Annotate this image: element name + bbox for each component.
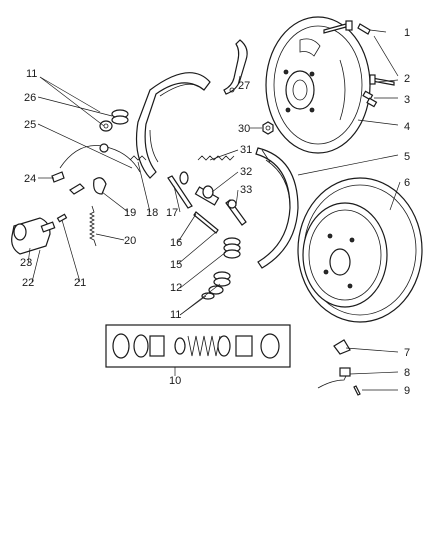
nut-30 <box>262 121 274 135</box>
adjuster-screw <box>194 185 220 206</box>
anchor-bolt <box>357 23 371 35</box>
secondary-brake-shoe <box>255 147 299 269</box>
return-spring-20 <box>89 205 97 247</box>
parking-brake-lever <box>223 39 248 95</box>
callout-1: 1 <box>404 27 410 39</box>
callout-8: 8 <box>404 367 410 379</box>
adjuster-cable-guide <box>225 199 247 226</box>
cable-retainer <box>69 183 85 195</box>
callout-5: 5 <box>404 151 410 163</box>
callout-21: 21 <box>74 277 86 289</box>
hold-down-spring <box>223 237 241 259</box>
callout-9: 9 <box>404 385 410 397</box>
parking-brake-cable <box>59 143 141 173</box>
screw-9 <box>353 385 361 396</box>
callout-16: 16 <box>170 237 182 249</box>
return-spring-18 <box>129 155 147 161</box>
spacer-bushings <box>362 90 378 108</box>
callout-23: 23 <box>20 257 32 269</box>
callout-32: 32 <box>240 166 252 178</box>
strut <box>193 211 219 234</box>
callout-19: 19 <box>124 207 136 219</box>
callout-4: 4 <box>404 121 410 133</box>
callout-26: 26 <box>24 92 36 104</box>
sensor-wire-8 <box>317 367 351 389</box>
callout-22: 22 <box>22 277 34 289</box>
callout-25: 25 <box>24 119 36 131</box>
wheel-cylinder <box>11 217 56 255</box>
hold-down-spring-upper <box>99 109 129 132</box>
adjuster-lever <box>167 171 193 209</box>
cable-clip <box>51 171 65 183</box>
callout-3: 3 <box>404 94 410 106</box>
callout-11-upper: 11 <box>26 68 37 80</box>
callout-33: 33 <box>240 184 252 196</box>
callout-labels: 1 2 3 4 5 6 7 8 9 10 11 11 12 15 16 17 1… <box>20 27 410 397</box>
callout-6: 6 <box>404 177 410 189</box>
callout-20: 20 <box>124 235 136 247</box>
callout-24: 24 <box>24 173 36 185</box>
brake-drum <box>297 177 423 323</box>
callout-30: 30 <box>238 123 250 135</box>
bleeder-screw <box>56 213 68 223</box>
callout-17: 17 <box>166 207 178 219</box>
callout-15: 15 <box>170 259 182 271</box>
primary-brake-shoe <box>135 72 211 179</box>
callout-10: 10 <box>169 375 181 387</box>
wheel-cylinder-kit <box>105 324 291 368</box>
callout-18: 18 <box>146 207 158 219</box>
hold-down-pin <box>201 271 231 300</box>
callout-11-lower: 11 <box>170 309 181 321</box>
leader-lines <box>27 29 401 391</box>
callout-31: 31 <box>240 144 252 156</box>
callout-12: 12 <box>170 282 182 294</box>
callout-7: 7 <box>404 347 410 359</box>
callout-2: 2 <box>404 73 410 85</box>
backing-plate <box>265 16 371 154</box>
mounting-bolt <box>369 74 395 86</box>
backing-plate-bolt <box>323 20 353 34</box>
callout-27: 27 <box>238 80 250 92</box>
adjuster-pawl <box>93 177 107 195</box>
clip-7 <box>333 339 351 355</box>
